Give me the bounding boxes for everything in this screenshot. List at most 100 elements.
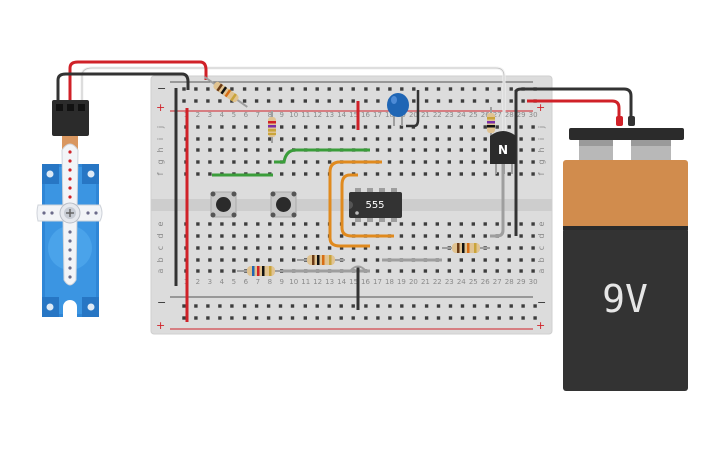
breadboard-hole xyxy=(208,222,212,226)
breadboard-hole xyxy=(280,258,284,262)
row-letter-label: i xyxy=(156,138,165,140)
breadboard-hole xyxy=(507,172,511,176)
column-number-label: 22 xyxy=(433,111,442,119)
breadboard-hole xyxy=(315,125,320,129)
breadboard-hole xyxy=(220,125,224,129)
breadboard-hole xyxy=(531,234,535,238)
rail-hole xyxy=(327,316,331,320)
breadboard-hole xyxy=(531,172,535,176)
breadboard-hole xyxy=(447,258,451,262)
breadboard-hole xyxy=(208,172,212,176)
breadboard-hole xyxy=(423,148,428,152)
breadboard-hole xyxy=(447,125,451,129)
column-number-label: 29 xyxy=(517,278,526,286)
breadboard-hole xyxy=(531,258,535,262)
rail-hole xyxy=(497,304,501,308)
rail-plus-bottom-left: + xyxy=(156,319,165,332)
breadboard-hole xyxy=(339,137,344,141)
breadboard-hole xyxy=(220,148,224,152)
breadboard-hole xyxy=(471,160,475,164)
breadboard-hole xyxy=(447,269,451,273)
breadboard-hole xyxy=(483,258,487,262)
column-number-label: 21 xyxy=(421,111,430,119)
rail-hole xyxy=(388,304,392,308)
breadboard-hole xyxy=(232,137,236,141)
breadboard-hole xyxy=(196,246,200,250)
column-number-label: 23 xyxy=(445,278,454,286)
rail-hole xyxy=(206,304,210,308)
breadboard-hole xyxy=(471,258,475,262)
breadboard-hole xyxy=(244,222,248,226)
rail-hole xyxy=(182,304,186,308)
servo-motor xyxy=(36,100,103,317)
breadboard-hole xyxy=(447,160,451,164)
breadboard-hole xyxy=(304,246,308,250)
breadboard-hole xyxy=(220,269,224,273)
breadboard-hole xyxy=(339,246,344,250)
row-letter-label: c xyxy=(537,246,546,250)
breadboard-hole xyxy=(292,246,296,250)
breadboard-hole xyxy=(208,246,212,250)
breadboard-hole xyxy=(507,234,511,238)
breadboard-hole xyxy=(459,269,463,273)
breadboard-hole xyxy=(232,160,236,164)
column-number-label: 3 xyxy=(208,111,212,119)
breadboard-hole xyxy=(375,258,380,262)
ic-555: 555 xyxy=(349,188,402,222)
rail-hole xyxy=(242,99,247,103)
rail-hole xyxy=(351,304,355,308)
row-letter-label: f xyxy=(537,172,546,175)
breadboard-hole xyxy=(244,125,248,129)
breadboard-hole xyxy=(208,258,212,262)
breadboard-hole xyxy=(351,137,356,141)
rail-hole xyxy=(339,304,343,308)
breadboard-hole xyxy=(268,222,272,226)
column-number-label: 6 xyxy=(244,278,249,286)
column-number-label: 7 xyxy=(256,111,260,119)
rail-hole xyxy=(472,304,477,308)
npn-transistor: N xyxy=(490,131,516,174)
rail-hole xyxy=(533,316,537,320)
rail-hole xyxy=(182,87,186,91)
breadboard-hole xyxy=(339,234,344,238)
rail-hole xyxy=(278,304,283,308)
breadboard-hole xyxy=(196,125,200,129)
column-number-label: 12 xyxy=(313,111,322,119)
resistor-top-diagonal xyxy=(204,76,248,108)
rail-hole xyxy=(315,87,319,91)
rail-hole xyxy=(485,99,489,103)
breadboard-hole xyxy=(208,234,212,238)
rail-hole xyxy=(254,87,259,91)
breadboard-hole xyxy=(196,222,200,226)
rail-hole xyxy=(254,99,259,103)
breadboard-hole xyxy=(459,137,463,141)
breadboard-hole xyxy=(220,222,224,226)
breadboard-hole xyxy=(435,246,439,250)
column-number-label: 28 xyxy=(505,278,514,286)
battery-label: 9V xyxy=(602,277,648,321)
breadboard-hole xyxy=(196,172,200,176)
breadboard-hole xyxy=(471,137,475,141)
row-letter-label: j xyxy=(537,126,546,129)
rail-hole xyxy=(254,316,259,320)
breadboard-hole xyxy=(375,172,380,176)
row-letter-label: d xyxy=(156,233,165,238)
breadboard-hole xyxy=(196,269,200,273)
breadboard-hole xyxy=(208,148,212,152)
breadboard-hole xyxy=(435,160,439,164)
breadboard-hole xyxy=(459,258,463,262)
rail-hole xyxy=(303,316,307,320)
breadboard-hole xyxy=(292,172,296,176)
breadboard-hole xyxy=(292,234,296,238)
rail-hole xyxy=(400,316,404,320)
breadboard-hole xyxy=(471,125,475,129)
breadboard-hole xyxy=(387,222,392,226)
column-number-label: 10 xyxy=(289,111,298,119)
column-number-label: 4 xyxy=(220,278,225,286)
rail-hole xyxy=(303,304,307,308)
rail-hole xyxy=(315,99,319,103)
rail-hole xyxy=(315,316,319,320)
breadboard-hole xyxy=(232,246,236,250)
column-number-label: 8 xyxy=(268,111,272,119)
